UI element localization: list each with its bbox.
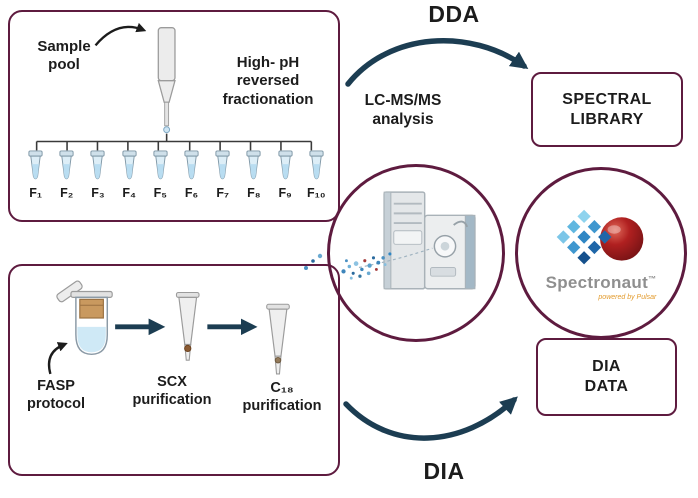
pipette-icon bbox=[157, 27, 176, 134]
tube-icon bbox=[244, 150, 263, 184]
fraction-label: F₁₀ bbox=[307, 186, 326, 200]
red-sphere bbox=[600, 216, 644, 261]
fraction-tube: F₉ bbox=[270, 150, 301, 200]
mass-spectrometer-icon bbox=[341, 191, 476, 290]
ion-spray-dots bbox=[341, 252, 392, 280]
purification-art bbox=[47, 280, 290, 375]
spectral-library-box: SPECTRAL LIBRARY bbox=[531, 72, 683, 147]
spectral-library-label: SPECTRAL LIBRARY bbox=[562, 90, 652, 128]
fasp-tube-icon bbox=[56, 280, 113, 356]
fraction-label: F₈ bbox=[247, 186, 261, 200]
c18-purification-label: C₁₈ purification bbox=[242, 380, 322, 414]
sample-pool-arrow bbox=[94, 22, 147, 47]
fasp-arrow bbox=[47, 342, 68, 375]
fraction-tubes-row: F₁ F₂ F₃ F₄ F₅ F₆ F₇ F₈ F₉ F₁₀ bbox=[20, 150, 332, 200]
fractionation-art bbox=[35, 22, 313, 151]
fasp-protocol-label: FASP protocol bbox=[27, 378, 85, 412]
spectronaut-name: Spectronaut™ bbox=[546, 273, 657, 293]
spray-path bbox=[358, 247, 433, 269]
fraction-tube: F₃ bbox=[82, 150, 113, 200]
fraction-label: F₄ bbox=[122, 186, 136, 200]
dia-label: DIA bbox=[423, 458, 465, 484]
spectronaut-circle: Spectronaut™ powered by Pulsar bbox=[515, 167, 687, 339]
tube-icon bbox=[57, 150, 76, 184]
dia-data-box: DIA DATA bbox=[536, 338, 677, 416]
spectronaut-name-text: Spectronaut bbox=[545, 272, 649, 292]
fractionation-method-label: High- pH reversed fractionation bbox=[222, 54, 314, 108]
fraction-tube: F₄ bbox=[114, 150, 145, 200]
fraction-tube: F₁ bbox=[20, 150, 51, 200]
tube-icon bbox=[307, 150, 326, 184]
fraction-label: F₂ bbox=[60, 186, 74, 200]
c18-column-icon bbox=[266, 303, 290, 375]
fraction-tube: F₅ bbox=[145, 150, 176, 200]
sample-pool-label: Sample pool bbox=[37, 38, 91, 74]
tube-icon bbox=[88, 150, 107, 184]
lcms-analysis-label: LC-MS/MS analysis bbox=[364, 92, 442, 128]
scx-column-icon bbox=[175, 291, 200, 361]
fractionation-panel: Sample pool High- pH reversed fractionat… bbox=[8, 10, 340, 222]
ms-instrument bbox=[423, 214, 476, 290]
tube-icon bbox=[182, 150, 201, 184]
purification-panel: FASP protocol SCX purification C₁₈ purif… bbox=[8, 264, 340, 476]
dda-arrow bbox=[345, 38, 529, 87]
fraction-tube: F₈ bbox=[238, 150, 269, 200]
fraction-label: F₁ bbox=[29, 186, 42, 200]
dia-data-label: DIA DATA bbox=[584, 358, 629, 395]
fraction-label: F₃ bbox=[91, 186, 105, 200]
fraction-label: F₉ bbox=[278, 186, 292, 200]
blue-diamond-tiles bbox=[556, 209, 612, 264]
fraction-label: F₆ bbox=[184, 186, 199, 200]
tube-icon bbox=[151, 150, 170, 184]
fraction-label: F₇ bbox=[216, 186, 230, 200]
fraction-splitter-lines bbox=[35, 133, 313, 151]
scx-purification-label: SCX purification bbox=[132, 374, 212, 408]
dia-arrow bbox=[343, 396, 518, 441]
dda-label: DDA bbox=[428, 1, 480, 27]
fraction-tube: F₁₀ bbox=[301, 150, 332, 200]
fraction-tube: F₇ bbox=[207, 150, 238, 200]
spectronaut-wordmark: Spectronaut™ powered by Pulsar bbox=[546, 273, 657, 301]
fraction-label: F₅ bbox=[153, 186, 168, 200]
fraction-tube: F₆ bbox=[176, 150, 207, 200]
tube-icon bbox=[213, 150, 232, 184]
tube-icon bbox=[120, 150, 139, 184]
fraction-tube: F₂ bbox=[51, 150, 82, 200]
tube-icon bbox=[276, 150, 295, 184]
tube-icon bbox=[26, 150, 45, 184]
spectronaut-tagline: powered by Pulsar bbox=[598, 293, 657, 301]
trademark-symbol: ™ bbox=[648, 273, 657, 283]
spectronaut-logo-icon bbox=[556, 209, 644, 264]
mass-spec-circle bbox=[327, 164, 505, 342]
lc-instrument bbox=[383, 191, 426, 290]
